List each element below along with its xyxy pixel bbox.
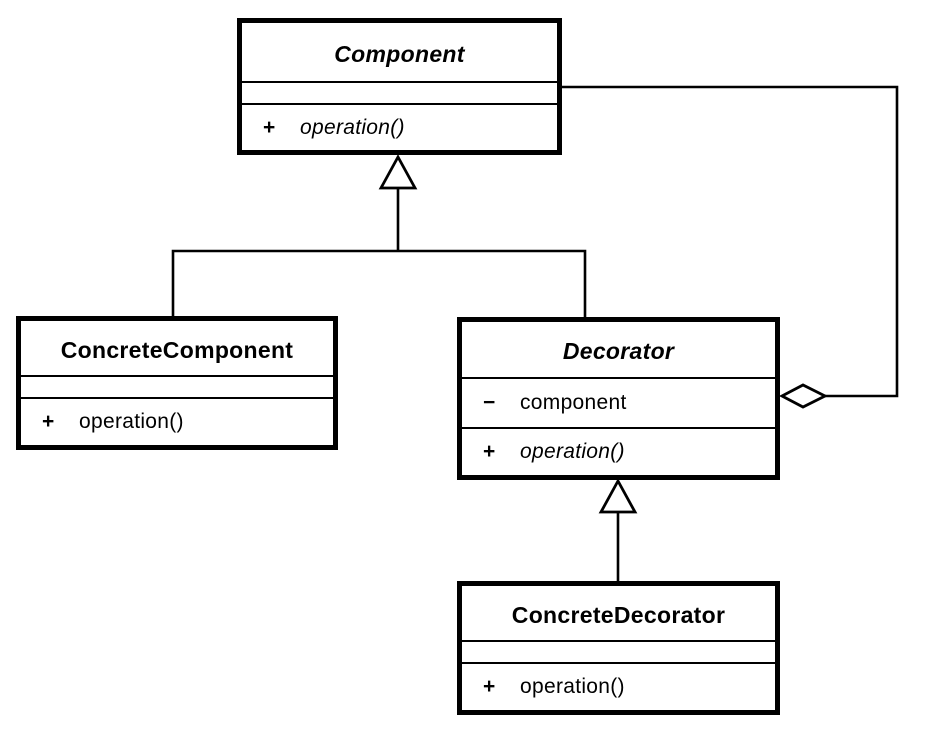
operation-row: + operation() xyxy=(462,429,775,475)
generalization-triangle-icon xyxy=(378,154,418,190)
visibility-sign: + xyxy=(483,440,496,463)
member-name: component xyxy=(520,391,627,414)
attributes-section xyxy=(462,640,775,662)
member-name: operation() xyxy=(300,115,405,139)
class-name: Component xyxy=(334,40,465,67)
operations-section: + operation() xyxy=(462,662,775,710)
operation-row: + operation() xyxy=(242,105,557,150)
generalization-connector-line xyxy=(171,188,587,318)
class-box-concrete-decorator: ConcreteDecorator + operation() xyxy=(457,581,780,715)
operations-section: + operation() xyxy=(242,103,557,150)
visibility-sign: − xyxy=(483,391,496,414)
member-name: operation() xyxy=(79,410,184,433)
class-name: ConcreteComponent xyxy=(60,336,294,363)
attributes-section xyxy=(21,375,333,397)
member-name: operation() xyxy=(520,440,625,463)
aggregation-connector-line xyxy=(562,85,899,398)
visibility-sign: + xyxy=(483,675,496,698)
generalization-triangle-icon xyxy=(598,478,638,514)
visibility-sign: + xyxy=(42,410,55,433)
member-name: operation() xyxy=(520,675,625,698)
operation-row: + operation() xyxy=(462,664,775,710)
class-name: ConcreteDecorator xyxy=(511,601,726,628)
operations-section: + operation() xyxy=(21,397,333,445)
aggregation-diamond-icon xyxy=(778,383,829,409)
class-name: Decorator xyxy=(562,338,675,364)
attributes-section xyxy=(242,81,557,103)
operations-section: + operation() xyxy=(462,427,775,475)
class-box-decorator: Decorator − component + operation() xyxy=(457,317,780,480)
attributes-section: − component xyxy=(462,377,775,427)
class-box-component: Component + operation() xyxy=(237,18,562,155)
operation-row: + operation() xyxy=(21,399,333,445)
attribute-row: − component xyxy=(462,379,775,427)
visibility-sign: + xyxy=(263,115,276,139)
class-box-concrete-component: ConcreteComponent + operation() xyxy=(16,316,338,450)
